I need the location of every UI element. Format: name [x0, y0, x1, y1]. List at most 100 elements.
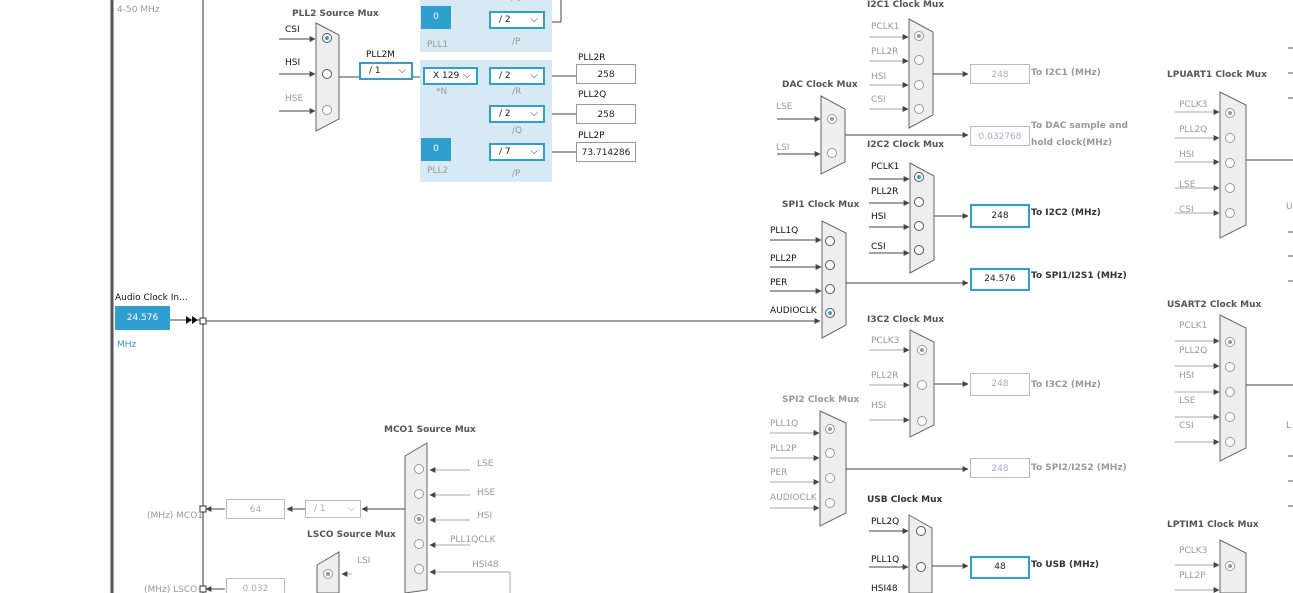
lsco-radio-0[interactable]	[323, 569, 333, 579]
mco1-radio-1[interactable]	[414, 489, 424, 499]
usart2-radio-2[interactable]	[1225, 387, 1235, 397]
lpuart1-in-3: LSE	[1179, 180, 1196, 190]
mco1-radio-0[interactable]	[414, 464, 424, 474]
pll2q-output: 258	[576, 104, 636, 124]
lptim1-in-1: PLL2P	[1179, 571, 1206, 581]
lpuart1-mux-title: LPUART1 Clock Mux	[1167, 70, 1267, 80]
lsco-output: 0.032	[226, 578, 285, 593]
mco1-in-3: PLL1QCLK	[450, 535, 496, 545]
pll2-div-r-label: /R	[512, 87, 522, 97]
i3c2-mux-title: I3C2 Clock Mux	[867, 315, 945, 325]
i3c2-radio-0[interactable]	[917, 345, 927, 355]
mco1-in-0: LSE	[477, 459, 494, 469]
spi1-radio-0[interactable]	[825, 236, 835, 246]
i2c2-radio-1[interactable]	[914, 197, 924, 207]
pll2-src-hsi-radio[interactable]	[322, 69, 332, 79]
lptim1-radio-0[interactable]	[1225, 561, 1235, 571]
spi1-output: 24.576	[970, 268, 1030, 291]
usart2-in-3: LSE	[1179, 396, 1196, 406]
chevron-down-icon: ⌵	[530, 70, 538, 81]
dac-lse-radio[interactable]	[827, 114, 837, 124]
i2c1-in-0: PCLK1	[871, 22, 900, 32]
i2c1-out-label: To I2C1 (MHz)	[1031, 68, 1101, 78]
pll2-src-csi-radio[interactable]	[322, 33, 332, 43]
pll2-mult-select[interactable]: X 129⌵	[423, 67, 478, 85]
i3c2-in-2: HSI	[871, 401, 887, 411]
i3c2-out-label: To I3C2 (MHz)	[1031, 380, 1101, 390]
usart2-radio-4[interactable]	[1225, 437, 1235, 447]
pll2-source-mux-title: PLL2 Source Mux	[292, 9, 379, 19]
usb-radio-0[interactable]	[916, 526, 926, 536]
lpuart1-radio-4[interactable]	[1225, 208, 1235, 218]
lsco-in-0: LSI	[357, 556, 371, 566]
edge-letter-l: L	[1286, 421, 1292, 431]
pll2-div-p-label: /P	[512, 169, 521, 179]
pll2-div-r-select[interactable]: / 2 ⌵	[489, 67, 545, 85]
pll2-div-q-label: /Q	[512, 126, 523, 136]
mco1-out-label: (MHz) MCO1	[147, 511, 203, 521]
chevron-down-icon: ⌵	[463, 70, 471, 81]
i2c1-radio-2[interactable]	[914, 80, 924, 90]
spi2-radio-2[interactable]	[825, 473, 835, 483]
spi1-radio-2[interactable]	[825, 284, 835, 294]
i2c1-radio-1[interactable]	[914, 55, 924, 65]
i2c1-radio-3[interactable]	[914, 104, 924, 114]
spi2-radio-0[interactable]	[825, 424, 835, 434]
mco1-div-select[interactable]: / 1⌵	[305, 500, 361, 518]
i2c2-radio-0[interactable]	[914, 172, 924, 182]
mco1-radio-2[interactable]	[414, 514, 424, 524]
lptim1-mux-title: LPTIM1 Clock Mux	[1167, 520, 1259, 530]
i2c2-in-1: PLL2R	[871, 187, 899, 197]
mco1-radio-3[interactable]	[414, 539, 424, 549]
dac-in-lsi-label: LSI	[776, 143, 790, 153]
edge-letter-u: U	[1286, 202, 1293, 212]
lpuart1-radio-3[interactable]	[1225, 183, 1235, 193]
usart2-in-0: PCLK1	[1179, 321, 1208, 331]
dac-in-lse-label: LSE	[776, 102, 793, 112]
spi1-radio-1[interactable]	[825, 260, 835, 270]
pll2-div-r-value: / 2	[499, 71, 511, 81]
spi2-out-label: To SPI2/I2S2 (MHz)	[1031, 463, 1127, 473]
pll2-div-p-select[interactable]: / 7⌵	[489, 143, 545, 161]
pll2-div-q-select[interactable]: / 2⌵	[489, 105, 545, 123]
pll2-mult-value: X 129	[433, 71, 460, 81]
lpuart1-radio-0[interactable]	[1225, 108, 1235, 118]
spi1-radio-3[interactable]	[825, 308, 835, 318]
audio-clock-unit: MHz	[117, 340, 137, 350]
pll1-div-p-label: /P	[512, 37, 521, 47]
usart2-radio-1[interactable]	[1225, 362, 1235, 372]
i2c1-radio-0[interactable]	[914, 31, 924, 41]
dac-lsi-radio[interactable]	[827, 148, 837, 158]
spi2-radio-1[interactable]	[825, 448, 835, 458]
usart2-radio-3[interactable]	[1225, 412, 1235, 422]
i3c2-radio-2[interactable]	[917, 416, 927, 426]
i2c1-in-3: CSI	[871, 95, 886, 105]
lsco-mux-title: LSCO Source Mux	[307, 530, 396, 540]
usb-in-0: PLL2Q	[871, 517, 900, 527]
i3c2-in-0: PCLK3	[871, 336, 900, 346]
i2c1-in-1: PLL2R	[871, 47, 899, 57]
spi1-in-1: PLL2P	[770, 254, 797, 264]
spi2-radio-3[interactable]	[825, 498, 835, 508]
mco1-in-1: HSE	[477, 488, 496, 498]
lpuart1-in-2: HSI	[1179, 150, 1195, 160]
lpuart1-radio-1[interactable]	[1225, 133, 1235, 143]
mco1-div-value: / 1	[314, 504, 326, 514]
pll1-div-p-select[interactable]: / 2⌵	[489, 11, 545, 29]
i2c2-radio-3[interactable]	[914, 245, 924, 255]
lpuart1-radio-2[interactable]	[1225, 158, 1235, 168]
i3c2-radio-1[interactable]	[917, 380, 927, 390]
lsco-out-label: (MHz) LSCO	[144, 585, 198, 593]
pll1-div-p-value: / 2	[499, 15, 511, 25]
usb-mux-shape	[908, 514, 933, 593]
pll2-src-hse-radio[interactable]	[322, 105, 332, 115]
audio-clock-input[interactable]: 24.576	[115, 306, 170, 330]
usb-radio-1[interactable]	[916, 562, 926, 572]
i2c2-radio-2[interactable]	[914, 221, 924, 231]
usart2-radio-0[interactable]	[1225, 337, 1235, 347]
pll2m-select[interactable]: / 1⌵	[359, 62, 413, 80]
mco1-mux-title: MCO1 Source Mux	[384, 425, 476, 435]
dac-output: 0.032768	[970, 126, 1030, 146]
mco1-radio-4[interactable]	[414, 564, 424, 574]
